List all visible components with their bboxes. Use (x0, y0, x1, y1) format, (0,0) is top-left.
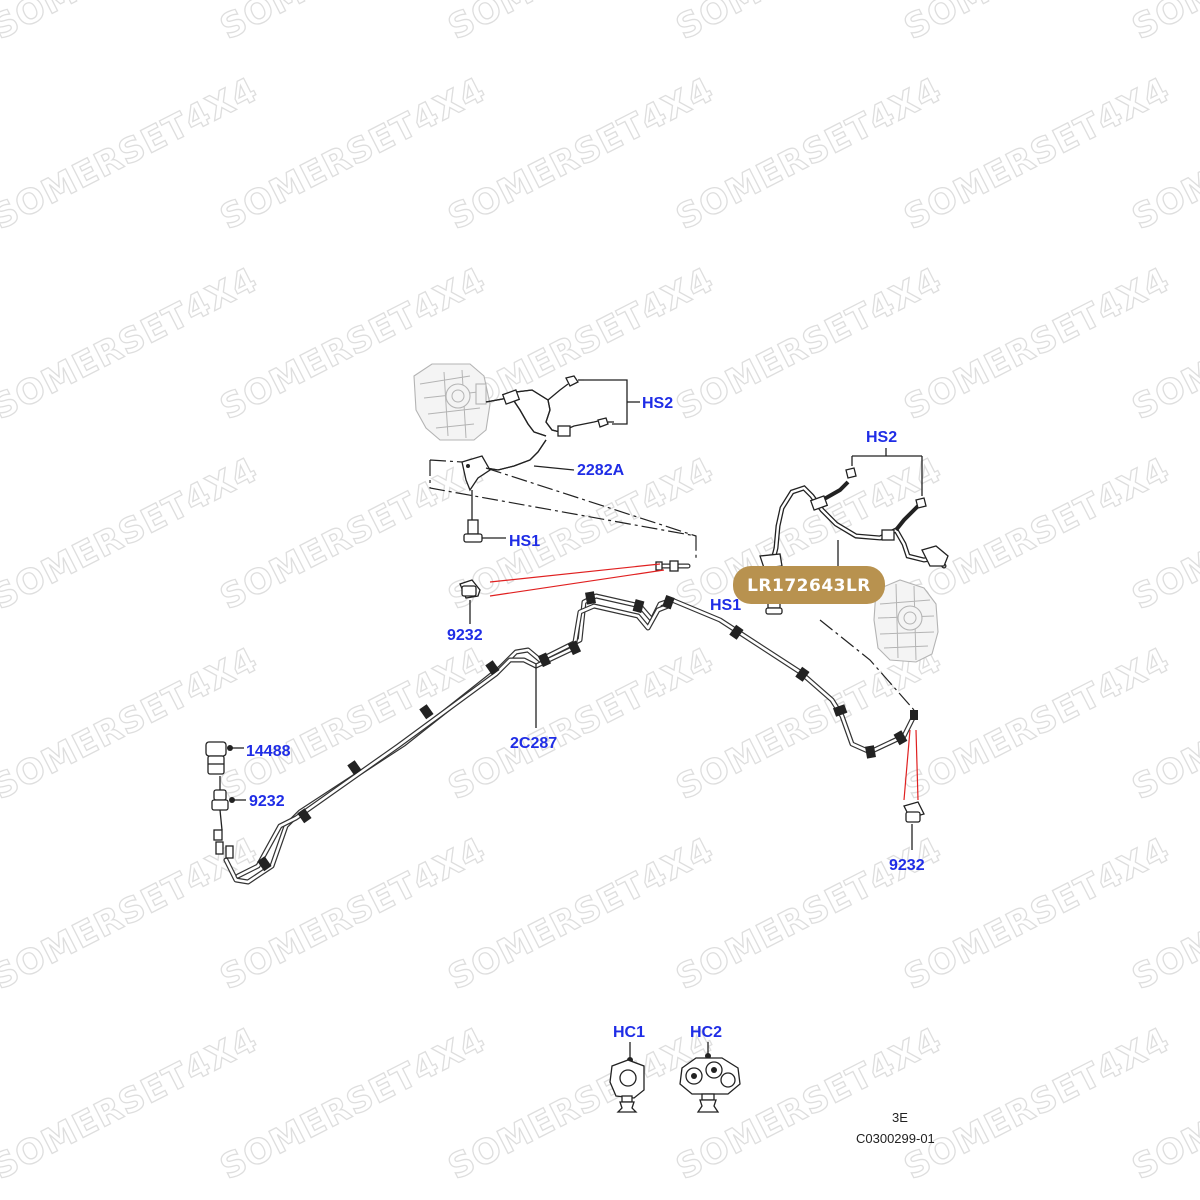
part-number-badge[interactable]: LR172643LR (733, 566, 885, 604)
illustration-reference: C0300299-01 (856, 1131, 935, 1146)
brake-hose-right (759, 480, 949, 570)
callout-hs2-right[interactable]: HS2 (866, 429, 897, 446)
callout-9232-left[interactable]: 9232 (447, 627, 483, 644)
assembly-frame (429, 459, 697, 560)
brake-hose-2282a (461, 383, 603, 492)
callout-2c287[interactable]: 2C287 (510, 735, 557, 752)
leader-red-left-a (489, 563, 661, 583)
clip-hc1 (609, 1042, 645, 1113)
callout-hc1[interactable]: HC1 (613, 1024, 645, 1041)
part-number-badge-background (733, 566, 885, 604)
right-assembly-frame (819, 619, 915, 711)
callout-hc2[interactable]: HC2 (690, 1024, 722, 1041)
callout-hs1-right[interactable]: HS1 (710, 597, 741, 614)
bleed-screws-hs2-right (845, 448, 927, 509)
watermark-text: SOMERSET4X4 (1126, 0, 1200, 48)
callout-9232-lower[interactable]: 9232 (249, 793, 285, 810)
callout-hs2-top[interactable]: HS2 (642, 395, 673, 412)
part-number-label: LR172643LR (747, 576, 871, 596)
sheet-code: 3E (892, 1110, 908, 1125)
upper-pipe-end (655, 560, 691, 572)
leader-red-left-b (489, 569, 665, 597)
fitting-9232-lower (211, 776, 246, 859)
clip-hc2 (679, 1042, 741, 1113)
fitting-9232-left (459, 579, 481, 624)
rear-caliper-ghost (873, 579, 939, 663)
fitting-9232-right (903, 801, 925, 850)
bleed-screws-hs2-top (565, 375, 640, 428)
fitting-14488 (205, 741, 244, 775)
callout-9232-right[interactable]: 9232 (889, 857, 925, 874)
bolt-hs1-left (463, 490, 506, 543)
callout-2282a[interactable]: 2282A (577, 462, 625, 479)
leader-red-right-b (915, 729, 919, 801)
callout-hs1-left[interactable]: HS1 (509, 533, 540, 550)
brake-pipe-2c287 (223, 591, 918, 885)
front-left-caliper-ghost (413, 363, 491, 441)
leader-red-right-a (903, 729, 911, 801)
leader-2282a (533, 465, 575, 471)
callout-14488[interactable]: 14488 (246, 743, 291, 760)
